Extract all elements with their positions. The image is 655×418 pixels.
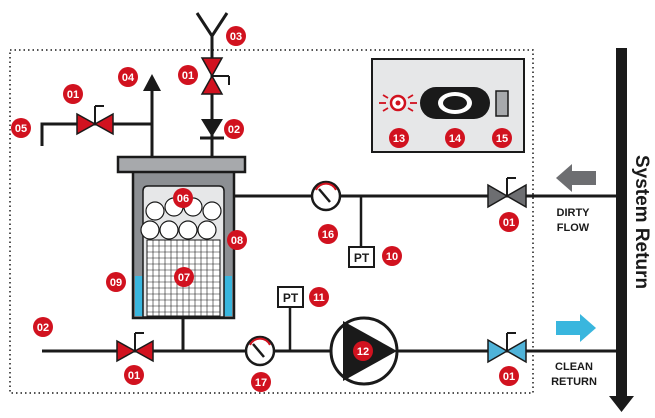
svg-text:11: 11 [313,292,325,304]
badge-02-top: 02 [224,119,244,139]
svg-text:16: 16 [322,229,334,241]
system-return-pipe [616,48,627,398]
check-valve [200,119,224,140]
alarm-light-center [395,100,401,106]
svg-text:07: 07 [178,272,190,284]
badge-17: 17 [251,372,271,392]
svg-text:17: 17 [255,377,267,389]
housing-cap [116,155,247,174]
gauge-16 [310,180,342,212]
badge-01-left: 01 [63,84,83,104]
dirty-flow-arrow-icon-shape [556,164,596,192]
svg-text:02: 02 [228,124,240,136]
badge-11: 11 [309,287,329,307]
pt-label-10: PT [354,251,370,265]
svg-text:13: 13 [393,133,405,145]
svg-text:05: 05 [15,123,27,135]
valve-drain [76,105,114,136]
badge-07: 07 [174,267,194,287]
badge-02-left: 02 [33,317,53,337]
valve-clean-return [487,332,527,364]
filter-housing [116,155,247,320]
svg-text:03: 03 [230,31,242,43]
svg-text:01: 01 [67,89,79,101]
badge-10: 10 [382,246,402,266]
svg-text:14: 14 [449,133,462,145]
svg-text:10: 10 [386,251,398,263]
badge-16: 16 [318,224,338,244]
svg-text:09: 09 [110,277,122,289]
badge-04: 04 [118,67,138,87]
badge-01-top: 01 [178,65,198,85]
badge-12: 12 [353,341,373,361]
vent-arrow-icon [143,74,161,91]
svg-text:01: 01 [182,70,194,82]
drain-pipe [40,122,152,146]
badge-13: 13 [389,128,409,148]
svg-text:01: 01 [128,370,140,382]
badge-01-dirty: 01 [499,212,519,232]
dirty-flow-label-2: FLOW [557,222,590,234]
svg-text:06: 06 [177,193,189,205]
clean-return-arrow-icon [556,314,596,342]
badge-03: 03 [226,26,246,46]
display-center [443,96,467,110]
valve-inlet [200,57,230,95]
valve-bottom [116,332,154,363]
system-return-arrow [609,396,634,412]
badge-01-bottom: 01 [124,365,144,385]
gauge-17 [244,335,276,367]
dirty-flow-label-1: DIRTY [557,207,591,219]
pressure-transmitter-11: PT [277,286,304,308]
filter-media-mesh [147,240,220,316]
badge-05: 05 [11,118,31,138]
badge-01-clean: 01 [499,366,519,386]
clean-return-label-1: CLEAN [555,361,593,373]
pt-label-11: PT [283,291,299,305]
badge-06: 06 [173,188,193,208]
badge-08: 08 [227,230,247,250]
svg-text:01: 01 [503,371,515,383]
skid-boundary [9,49,534,394]
switch-icon [495,90,509,117]
svg-text:04: 04 [122,72,135,84]
badge-09: 09 [106,272,126,292]
svg-text:02: 02 [37,322,49,334]
badge-15: 15 [492,128,512,148]
badge-14: 14 [445,128,465,148]
alarm-light-rays [379,94,417,112]
svg-text:08: 08 [231,235,243,247]
svg-text:15: 15 [496,133,508,145]
svg-text:01: 01 [503,217,515,229]
valve-dirty-flow [487,177,527,209]
system-return-label: System Return [631,155,652,289]
funnel-icon [195,12,229,39]
svg-text:12: 12 [357,346,369,358]
clean-return-label-2: RETURN [551,376,597,388]
pressure-transmitter-10: PT [348,246,375,268]
